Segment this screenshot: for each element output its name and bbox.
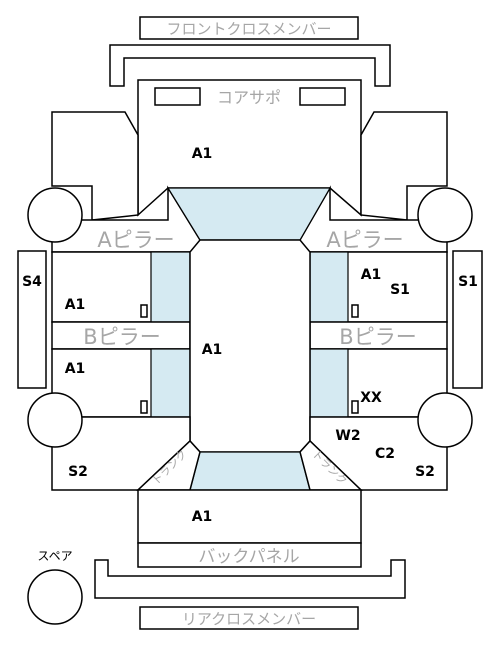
b-pillar-right-label: Bピラー [339, 325, 416, 349]
front-door-left-handle [140, 304, 148, 318]
roof-grade: A1 [202, 342, 223, 358]
rear-fender-left-grade: S2 [68, 464, 88, 480]
front-fender-right[interactable] [360, 111, 448, 221]
headlight-left [154, 87, 201, 106]
spare-tire[interactable] [27, 569, 83, 625]
a-pillar-left-label: Aピラー [97, 228, 174, 252]
trunk-lid[interactable] [137, 489, 362, 544]
rear-cross-member-label: リアクロスメンバー [182, 610, 316, 628]
front-door-left-grade: A1 [65, 297, 86, 313]
wheel-rear-left[interactable] [27, 392, 83, 448]
front-fender-left[interactable] [51, 111, 139, 221]
wheel-rear-right[interactable] [417, 392, 473, 448]
b-pillar-left-label: Bピラー [83, 325, 160, 349]
side-panel-right[interactable] [452, 250, 483, 389]
hood-grade: A1 [192, 146, 213, 162]
front-window-right[interactable] [309, 251, 349, 323]
side-panel-left[interactable] [17, 250, 47, 389]
wheel-front-left[interactable] [27, 187, 83, 243]
front-cross-member-label: フロントクロスメンバー [166, 20, 331, 38]
rear-door-left-grade: A1 [65, 361, 86, 377]
rear-fender-right-grade-c: C2 [375, 446, 395, 462]
rear-fender-right-grade-w: W2 [335, 428, 360, 444]
rear-door-left-handle [140, 400, 148, 414]
rear-bumper-frame[interactable] [94, 559, 406, 599]
b-pillar-right[interactable] [309, 321, 448, 350]
back-panel-label: バックパネル [198, 547, 299, 567]
front-door-right-grade-b: S1 [390, 282, 410, 298]
front-door-right-handle [351, 304, 359, 318]
rear-cross-member-box[interactable] [139, 606, 359, 630]
rear-window-right[interactable] [309, 348, 349, 418]
front-cross-member-box[interactable] [139, 16, 359, 40]
rear-window-left[interactable] [150, 348, 191, 418]
back-panel[interactable] [137, 542, 362, 568]
rear-door-right-grade: XX [360, 390, 382, 406]
front-door-right-grade-a: A1 [361, 267, 382, 283]
core-support-label: コアサポ [217, 88, 281, 107]
b-pillar-left[interactable] [51, 321, 191, 350]
front-window-left[interactable] [150, 251, 191, 323]
front-bumper-frame[interactable] [109, 44, 391, 87]
a-pillar-right-label: Aピラー [326, 228, 403, 252]
spare-label: スペア [37, 549, 72, 563]
rear-door-right-handle [351, 400, 359, 414]
headlight-right [299, 87, 346, 106]
trunk-lid-grade: A1 [192, 509, 213, 525]
rear-window[interactable] [189, 451, 311, 491]
side-right-grade: S1 [458, 274, 478, 290]
side-left-grade: S4 [22, 274, 42, 290]
wheel-front-right[interactable] [417, 187, 473, 243]
rear-fender-right-grade: S2 [415, 464, 435, 480]
